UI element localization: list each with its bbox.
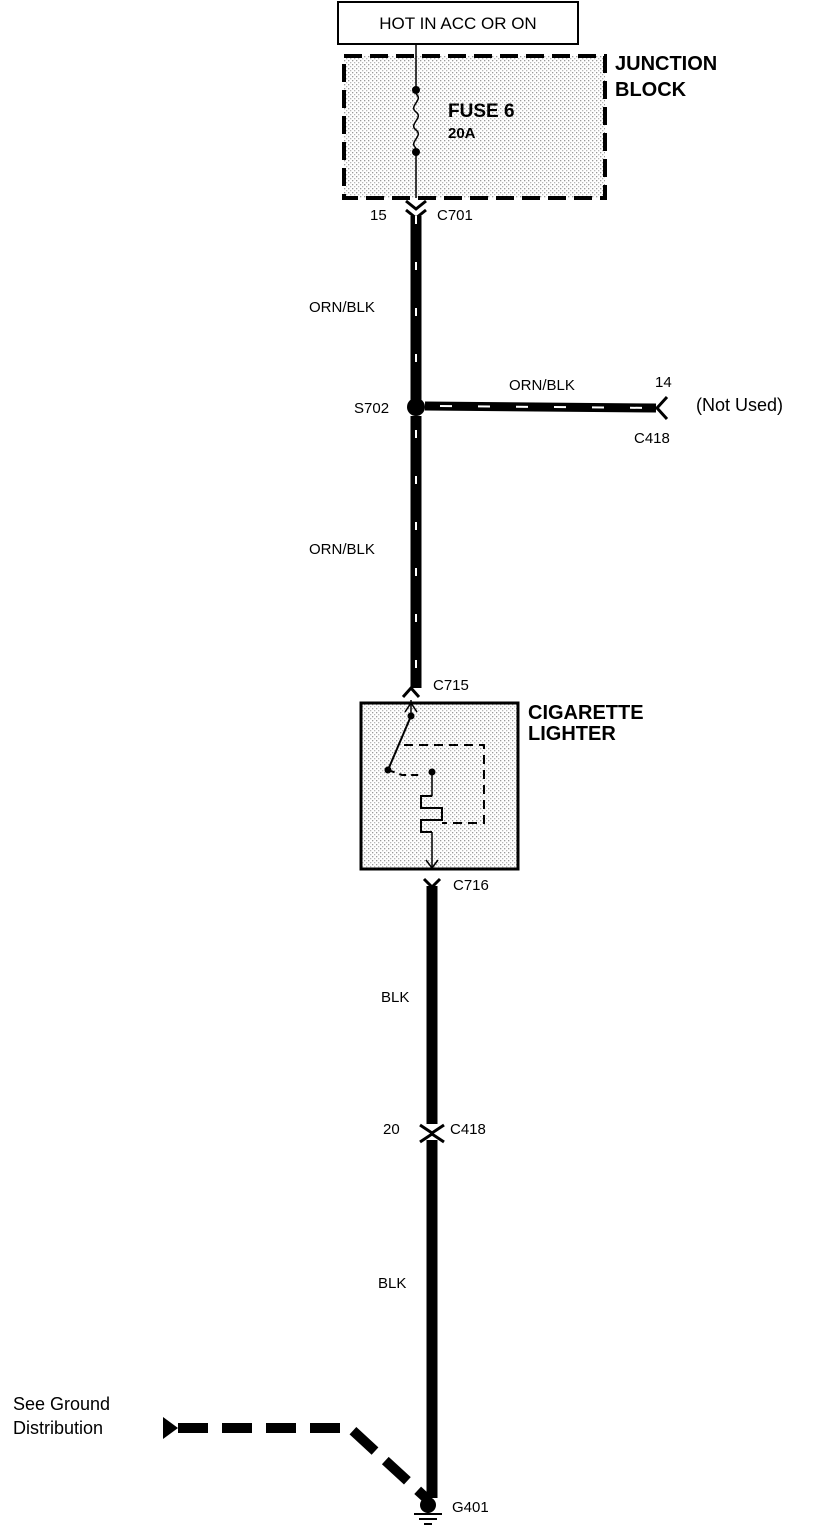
fuse-name: FUSE 6 bbox=[448, 101, 515, 122]
connector-c418-upper-pin: 14 bbox=[655, 374, 672, 391]
splice-s702: S702 bbox=[354, 398, 425, 417]
cigarette-lighter: CIGARETTE LIGHTER bbox=[359, 700, 644, 871]
wire-middle-label: ORN/BLK bbox=[309, 541, 375, 558]
ground-reference-label-line2: Distribution bbox=[13, 1418, 103, 1438]
wire-lower2-label: BLK bbox=[378, 1275, 406, 1292]
wire-upper-orn-blk: ORN/BLK bbox=[309, 216, 422, 400]
connector-c701: 15 C701 bbox=[370, 199, 473, 224]
wire-lower1-label: BLK bbox=[381, 989, 409, 1006]
ground-label: G401 bbox=[452, 1499, 489, 1516]
power-source-box: HOT IN ACC OR ON bbox=[337, 1, 579, 45]
ground-g401: G401 bbox=[414, 1497, 489, 1525]
fuse-rating: 20A bbox=[448, 125, 476, 142]
wire-lower-blk-1: BLK bbox=[381, 886, 438, 1124]
wire-lower-blk-2: BLK bbox=[378, 1140, 438, 1498]
power-source-label: HOT IN ACC OR ON bbox=[379, 14, 536, 33]
fuse-symbol: FUSE 6 20A bbox=[412, 44, 515, 198]
ground-reference-label-line1: See Ground bbox=[13, 1394, 110, 1414]
splice-label: S702 bbox=[354, 400, 389, 417]
connector-c418-lower-pin: 20 bbox=[383, 1121, 400, 1138]
connector-c716-name: C716 bbox=[453, 877, 489, 894]
cigarette-lighter-label-line1: CIGARETTE bbox=[528, 702, 644, 724]
connector-c418-lower: 20 C418 bbox=[383, 1121, 486, 1144]
connector-c701-name: C701 bbox=[437, 207, 473, 224]
connector-c418-lower-name: C418 bbox=[450, 1121, 486, 1138]
junction-block-label-line2: BLOCK bbox=[615, 79, 687, 101]
junction-block-label-line1: JUNCTION bbox=[615, 53, 717, 75]
connector-c418-upper-name: C418 bbox=[634, 430, 670, 447]
connector-c715-name: C715 bbox=[433, 677, 469, 694]
connector-c715: C715 bbox=[401, 677, 469, 698]
junction-block: JUNCTION BLOCK bbox=[342, 53, 717, 200]
ground-distribution-wire: See Ground Distribution bbox=[13, 1394, 430, 1502]
wire-branch-label: ORN/BLK bbox=[509, 377, 575, 394]
not-used-label: (Not Used) bbox=[696, 395, 783, 415]
wire-upper-label: ORN/BLK bbox=[309, 299, 375, 316]
wire-branch-orn-blk: ORN/BLK 14 C418 (Not Used) bbox=[424, 374, 783, 447]
connector-c701-pin: 15 bbox=[370, 207, 387, 224]
wire-middle-orn-blk: ORN/BLK bbox=[309, 416, 422, 688]
cigarette-lighter-label-line2: LIGHTER bbox=[528, 723, 616, 745]
